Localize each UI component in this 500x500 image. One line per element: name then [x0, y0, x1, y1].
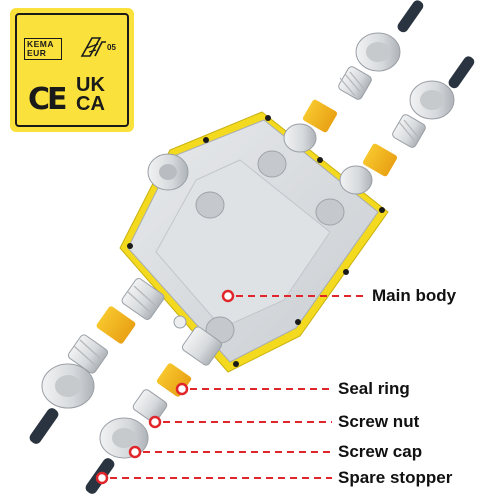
main-body: [119, 111, 389, 373]
stopper-top-2: [448, 56, 475, 89]
ce-mark: CE: [28, 82, 67, 117]
screw-cap-top-1: [355, 32, 401, 72]
stopper-bottom-1: [29, 408, 59, 444]
label-spare-stopper: Spare stopper: [338, 468, 453, 487]
ukca-mark: UK CA: [76, 74, 120, 115]
leader-seal-ring: [175, 382, 332, 396]
lid-latch: [173, 315, 187, 329]
enec-number: 05: [107, 43, 116, 52]
seal-ring-bottom-1: [96, 306, 136, 344]
label-screw-cap: Screw cap: [338, 442, 423, 461]
leader-screw-cap: [128, 445, 332, 459]
seal-ring-top-1: [302, 99, 338, 133]
mounted-gland-top-right: [283, 123, 317, 153]
screw-nut-bottom-1: [67, 334, 109, 374]
label-screw-nut: Screw nut: [338, 412, 420, 431]
eur-text: EUR: [27, 48, 47, 58]
stopper-top-1: [397, 0, 424, 33]
screw-cap-top-2: [409, 80, 455, 120]
kema-text: KEMA: [27, 39, 55, 49]
label-main-body: Main body: [372, 286, 457, 305]
leader-screw-nut: [148, 415, 332, 429]
certification-frame: [15, 13, 129, 127]
screw-nut-top-2: [392, 114, 426, 148]
enec-logo-icon: 05: [80, 37, 116, 57]
mounted-gland-bottom: [181, 326, 223, 366]
leader-spare-stopper: [95, 471, 332, 485]
mounted-gland-top-left: [147, 153, 189, 191]
mounted-gland-right: [339, 165, 373, 195]
ukca-line-1: UK: [76, 74, 105, 96]
leader-main-body: [221, 289, 364, 303]
seal-ring-top-2: [362, 143, 398, 177]
screw-cap-bottom-1: [41, 363, 95, 409]
mounted-gland-bottom-left: [121, 278, 165, 320]
screw-nut-top-1: [338, 66, 372, 100]
label-seal-ring: Seal ring: [338, 379, 410, 398]
ukca-line-2: CA: [76, 93, 105, 115]
screw-nut-bottom-2: [132, 389, 168, 423]
certification-panel: KEMA EUR 05 CE UK CA: [10, 8, 134, 132]
kema-eur-logo: KEMA EUR: [24, 38, 62, 60]
